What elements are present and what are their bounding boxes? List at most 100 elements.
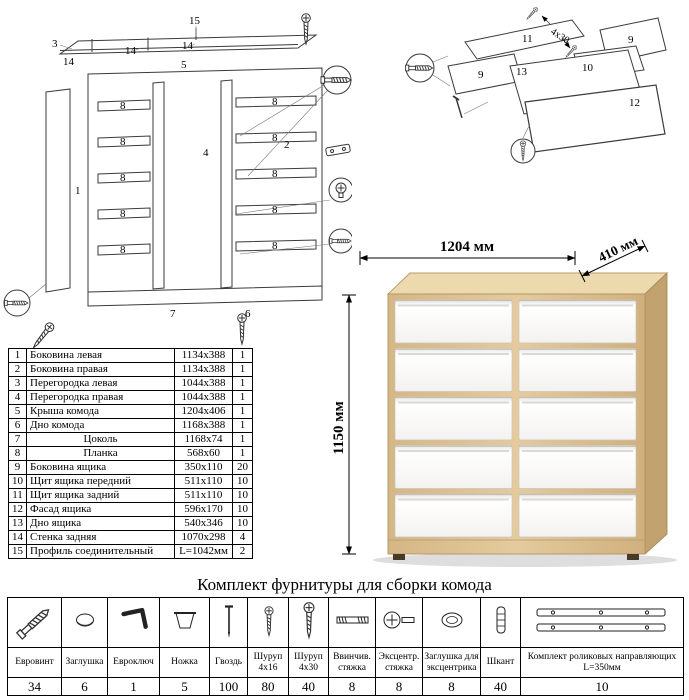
hardware-name: Комплект роликовых направляющих L=350мм (520, 647, 684, 678)
nail-icon (224, 605, 233, 638)
part-num: 4 (8, 390, 27, 405)
label-8: 8 (120, 136, 126, 148)
hardware-names-row: Евровинт Заглушка Евроключ Ножка Гвоздь … (7, 647, 684, 678)
hardware-name: Эксцентр. стяжка (375, 647, 423, 678)
hardware-name: Ножка (159, 647, 210, 678)
part-name: Фасад ящика (26, 502, 175, 517)
detail-callouts (3, 13, 352, 348)
part-size: 1070x298 (174, 530, 233, 545)
width-dimension: 1204 мм (359, 239, 576, 265)
screw-annotations (525, 6, 578, 59)
cap-icon (75, 613, 94, 627)
hardware-name: Шуруп 4x16 (247, 647, 289, 678)
label-8: 8 (120, 172, 126, 184)
part-num: 8 (8, 446, 27, 461)
label-10: 10 (582, 62, 594, 74)
part-qty: 10 (232, 474, 253, 489)
detail-callouts (405, 53, 536, 164)
part-num: 7 (8, 432, 27, 447)
part-num: 1 (8, 348, 27, 363)
part-num: 14 (8, 530, 27, 545)
label-8: 8 (120, 208, 126, 220)
part-qty: 1 (232, 432, 253, 447)
drawer-assembly-diagram: 11 9 9 13 10 12 4x30 (405, 6, 667, 164)
part-num: 5 (8, 404, 27, 419)
cam-lock-icon (383, 611, 414, 629)
part-name: Дно комода (26, 418, 175, 433)
label-5: 5 (181, 59, 187, 71)
flat-bracket-icon (325, 143, 351, 157)
part-name: Боковина правая (26, 362, 175, 377)
part-num: 9 (8, 460, 27, 475)
label-8: 8 (272, 96, 278, 108)
drawer-slides-icon (536, 608, 666, 632)
hardware-kit-title: Комплект фурнитуры для сборки комода (197, 575, 492, 594)
label-11: 11 (522, 33, 533, 45)
exploded-assembly-diagram: 15 3 14 14 14 5 1 4 2 8 8 8 8 8 8 8 8 8 … (3, 13, 352, 348)
hardware-icons-row (7, 597, 684, 648)
hardware-name: Шуруп 4x30 (288, 647, 329, 678)
drawer-rails-shape (97, 95, 317, 256)
part-name: Перегородка правая (26, 390, 175, 405)
part-number-labels: 15 3 14 14 14 5 1 4 2 8 8 8 8 8 8 8 8 8 … (52, 15, 290, 320)
part-qty: 1 (232, 446, 253, 461)
hardware-qty: 8 (328, 677, 376, 696)
label-9: 9 (628, 34, 634, 46)
label-3: 3 (52, 38, 58, 50)
part-size: 350x110 (174, 460, 233, 475)
hardware-qty: 80 (247, 677, 289, 696)
width-dimension-label: 1204 мм (440, 239, 494, 255)
height-dimension-label: 1150 мм (333, 401, 347, 454)
hex-key-icon (120, 607, 148, 629)
part-qty: 1 (232, 404, 253, 419)
hardware-qty: 100 (209, 677, 248, 696)
confirmat-screw-icon (15, 606, 52, 640)
part-num: 13 (8, 516, 27, 531)
hardware-name: Гвоздь (209, 647, 248, 678)
dresser-leg (393, 554, 405, 560)
floor-shadow (373, 553, 677, 567)
part-qty: 1 (232, 376, 253, 391)
hardware-name: Заглушка (61, 647, 108, 678)
height-dimension: 1150 мм (333, 294, 356, 555)
part-num: 11 (8, 488, 27, 503)
part-name: Щит ящика задний (26, 488, 175, 503)
part-num: 15 (8, 544, 27, 559)
part-num: 3 (8, 376, 27, 391)
part-qty: 1 (232, 362, 253, 377)
part-name: Щит ящика передний (26, 474, 175, 489)
label-14: 14 (182, 40, 194, 52)
part-name: Перегородка левая (26, 376, 175, 391)
cabinet-top-panel-shape (58, 28, 318, 55)
label-2: 2 (284, 139, 290, 151)
part-size: 1044x388 (174, 376, 233, 391)
part-size: 1168x388 (174, 418, 233, 433)
part-qty: 2 (232, 544, 253, 559)
hardware-qty: 40 (480, 677, 521, 696)
part-size: 1134x388 (174, 348, 233, 363)
label-13: 13 (516, 66, 528, 78)
hardware-qty: 40 (288, 677, 329, 696)
part-name: Цоколь (26, 432, 175, 447)
label-8: 8 (272, 132, 278, 144)
part-qty: 1 (232, 390, 253, 405)
label-8: 8 (272, 204, 278, 216)
label-12: 12 (629, 97, 640, 109)
part-size: 1204x406 (174, 404, 233, 419)
part-size: 511x110 (174, 488, 233, 503)
part-size: 511x110 (174, 474, 233, 489)
part-qty: 10 (232, 502, 253, 517)
part-size: L=1042мм (174, 544, 233, 559)
nail-icon (452, 95, 463, 119)
